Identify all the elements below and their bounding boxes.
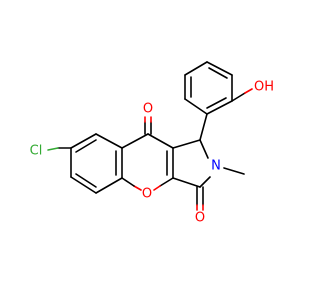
ketone-oxygen-top-label: O [143, 102, 153, 117]
hydroxyphenyl-ring [184, 61, 233, 115]
bond [95, 177, 123, 194]
bond [172, 177, 201, 188]
structure-canvas: Cl O O N O OH [30, 61, 274, 226]
double-bond-inner [206, 97, 227, 109]
nitrogen-label: N [211, 159, 221, 174]
double-bond-inner [75, 139, 97, 153]
bond-c-o [153, 185, 161, 191]
bond [206, 100, 233, 115]
bond [70, 176, 97, 194]
bond-o-c [133, 185, 142, 191]
ketone-oxygen-bottom-label: O [195, 211, 205, 226]
bond [121, 133, 149, 149]
molecule-structure: Cl O O N O OH [30, 61, 274, 226]
bond [159, 177, 174, 187]
bond-c-oh-colored [244, 88, 253, 94]
bond [70, 133, 97, 149]
bond-n-methyl [223, 167, 245, 175]
hydroxyl-label: OH [254, 80, 274, 95]
bond [172, 139, 201, 149]
bond-c-oh [231, 92, 246, 102]
atom-labels: Cl O O N O OH [30, 80, 274, 226]
double-bond-inner [208, 67, 228, 79]
bond [199, 139, 209, 159]
ring-oxygen-label: O [142, 187, 152, 202]
bond-n-c [199, 176, 211, 188]
bond [184, 98, 208, 115]
pyrrolidinone-ring [172, 139, 211, 188]
bond-to-phenol [199, 113, 208, 141]
bond [121, 177, 135, 187]
bond [184, 61, 208, 76]
bond [147, 133, 174, 149]
double-bond-inner [75, 173, 97, 188]
pyranone-ring [121, 133, 174, 191]
bond [95, 133, 123, 149]
chlorine-label: Cl [30, 144, 43, 159]
chlorobenzene-ring [70, 133, 123, 194]
bond-c-cl-colored [47, 147, 59, 151]
bond [206, 61, 233, 76]
